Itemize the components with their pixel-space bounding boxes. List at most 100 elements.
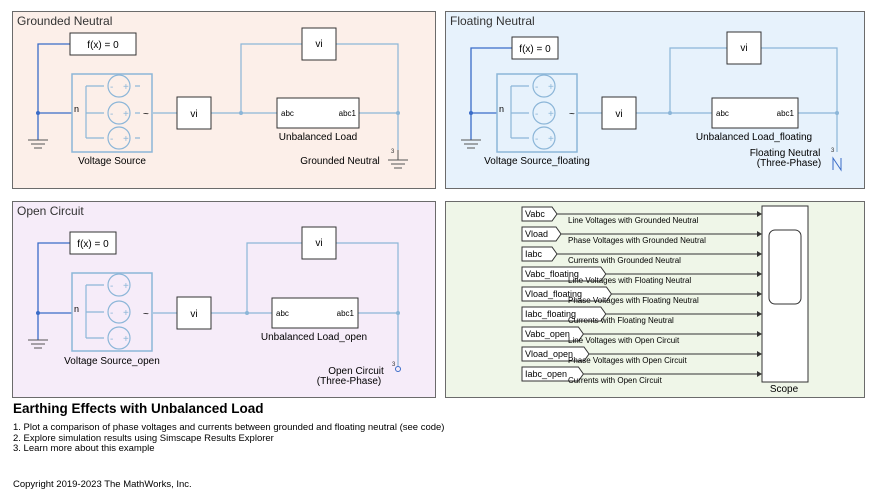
voltage-source-name: Voltage Source_floating <box>484 156 590 167</box>
vi-sensor-block-top[interactable]: vi <box>301 226 337 260</box>
instruction-link-explore[interactable]: 2. Explore simulation results using Sims… <box>13 432 274 444</box>
plus-icon: + <box>548 109 554 120</box>
solver-config-block[interactable]: f(x) = 0 <box>511 36 559 60</box>
minus-icon: - <box>110 308 113 319</box>
plus-icon: + <box>548 82 554 93</box>
minus-icon: - <box>110 134 113 145</box>
grounded-neutral-name: Grounded Neutral <box>300 156 380 167</box>
port-count-label: 3 <box>391 149 395 155</box>
ac-symbol: ~ <box>143 109 149 120</box>
junction-dot <box>835 111 839 115</box>
voltage-source-name: Voltage Source_open <box>64 356 160 367</box>
voltage-source-block[interactable]: + + + - - - n ~ <box>71 272 153 352</box>
junction-dot <box>245 311 249 315</box>
load-port-abc1: abc1 <box>777 109 795 118</box>
electrical-ground-icon[interactable] <box>28 339 48 349</box>
solver-config-block[interactable]: f(x) = 0 <box>69 32 137 56</box>
load-port-abc1: abc1 <box>339 109 357 118</box>
grounded-neutral-icon[interactable] <box>388 150 408 169</box>
vi-sensor-block-top[interactable]: vi <box>301 27 337 61</box>
solver-config-label: f(x) = 0 <box>87 40 119 51</box>
load-port-abc1: abc1 <box>337 309 355 318</box>
arrow-right-icon <box>757 291 762 297</box>
load-port-abc: abc <box>716 109 729 118</box>
goto-tag-label: Iabc <box>525 249 543 259</box>
arrow-right-icon <box>757 251 762 257</box>
plus-icon: + <box>123 334 129 345</box>
open-circuit-icon[interactable] <box>395 366 401 372</box>
goto-tag-block[interactable] <box>521 226 562 242</box>
unbalanced-load-block[interactable]: abc abc1 <box>276 97 360 129</box>
minus-icon: - <box>110 334 113 345</box>
port-count-label: 3 <box>392 362 396 368</box>
minus-icon: - <box>110 281 113 292</box>
signal-description: Phase Voltages with Open Circuit <box>568 356 688 365</box>
goto-tag-label: Vload_open <box>525 349 573 359</box>
grounded-neutral-title: Grounded Neutral <box>17 14 113 28</box>
instruction-link-plot[interactable]: 1. Plot a comparison of phase voltages a… <box>13 422 445 433</box>
arrow-right-icon <box>757 331 762 337</box>
electrical-ground-icon[interactable] <box>28 139 48 149</box>
ac-symbol: ~ <box>569 109 575 120</box>
scope-block[interactable] <box>761 205 809 383</box>
vi-sensor-block[interactable]: vi <box>176 296 212 330</box>
vi-label: vi <box>315 238 322 249</box>
arrow-right-icon <box>757 371 762 377</box>
goto-tag-block[interactable] <box>521 306 607 322</box>
arrow-right-icon <box>757 211 762 217</box>
solver-config-label: f(x) = 0 <box>77 239 109 250</box>
junction-dot <box>36 111 40 115</box>
unbalanced-load-name: Unbalanced Load <box>279 132 357 143</box>
vi-sensor-block[interactable]: vi <box>601 96 637 130</box>
grounded-ground-wires <box>37 43 72 140</box>
vi-label: vi <box>315 39 322 50</box>
plus-icon: + <box>123 134 129 145</box>
vi-label: vi <box>740 43 747 54</box>
instruction-link-learn[interactable]: 3. Learn more about this example <box>13 443 155 454</box>
electrical-ground-icon[interactable] <box>461 139 481 149</box>
goto-tag-block[interactable] <box>521 266 607 282</box>
floating-neutral-icon[interactable] <box>832 156 842 172</box>
open-circuit-title: Open Circuit <box>17 204 84 218</box>
solver-config-block[interactable]: f(x) = 0 <box>69 231 117 255</box>
goto-tag-block[interactable] <box>521 346 590 362</box>
voltage-source-block[interactable]: + + + - - - n ~ <box>496 73 578 153</box>
goto-tag-block[interactable] <box>521 366 585 382</box>
goto-tag-label: Iabc_floating <box>525 309 576 319</box>
unbalanced-load-block[interactable]: abc abc1 <box>711 97 799 129</box>
minus-icon: - <box>110 109 113 120</box>
junction-dot <box>396 311 400 315</box>
goto-tag-block[interactable] <box>521 246 558 262</box>
plus-icon: + <box>548 134 554 145</box>
goto-tag-block[interactable] <box>521 206 558 222</box>
goto-tag-block[interactable] <box>521 326 585 342</box>
copyright-notice: Copyright 2019-2023 The MathWorks, Inc. <box>13 479 192 490</box>
signal-description: Line Voltages with Grounded Neutral <box>568 216 699 225</box>
vi-sensor-block[interactable]: vi <box>176 96 212 130</box>
minus-icon: - <box>110 82 113 93</box>
vi-sensor-block-top[interactable]: vi <box>726 31 762 65</box>
neutral-port-label: n <box>499 104 504 114</box>
port-count-label: 3 <box>831 148 835 154</box>
unbalanced-load-block[interactable]: abc abc1 <box>271 297 359 329</box>
junction-dot <box>469 111 473 115</box>
goto-tag-block[interactable] <box>521 286 613 302</box>
open-circuit-name: Open Circuit <box>328 366 384 377</box>
voltage-source-name: Voltage Source <box>78 156 146 167</box>
signal-description: Phase Voltages with Grounded Neutral <box>568 236 706 245</box>
floating-ground-wires <box>470 47 512 140</box>
solver-config-label: f(x) = 0 <box>519 44 551 55</box>
voltage-source-block[interactable]: + + + - - - n ~ <box>71 73 153 153</box>
